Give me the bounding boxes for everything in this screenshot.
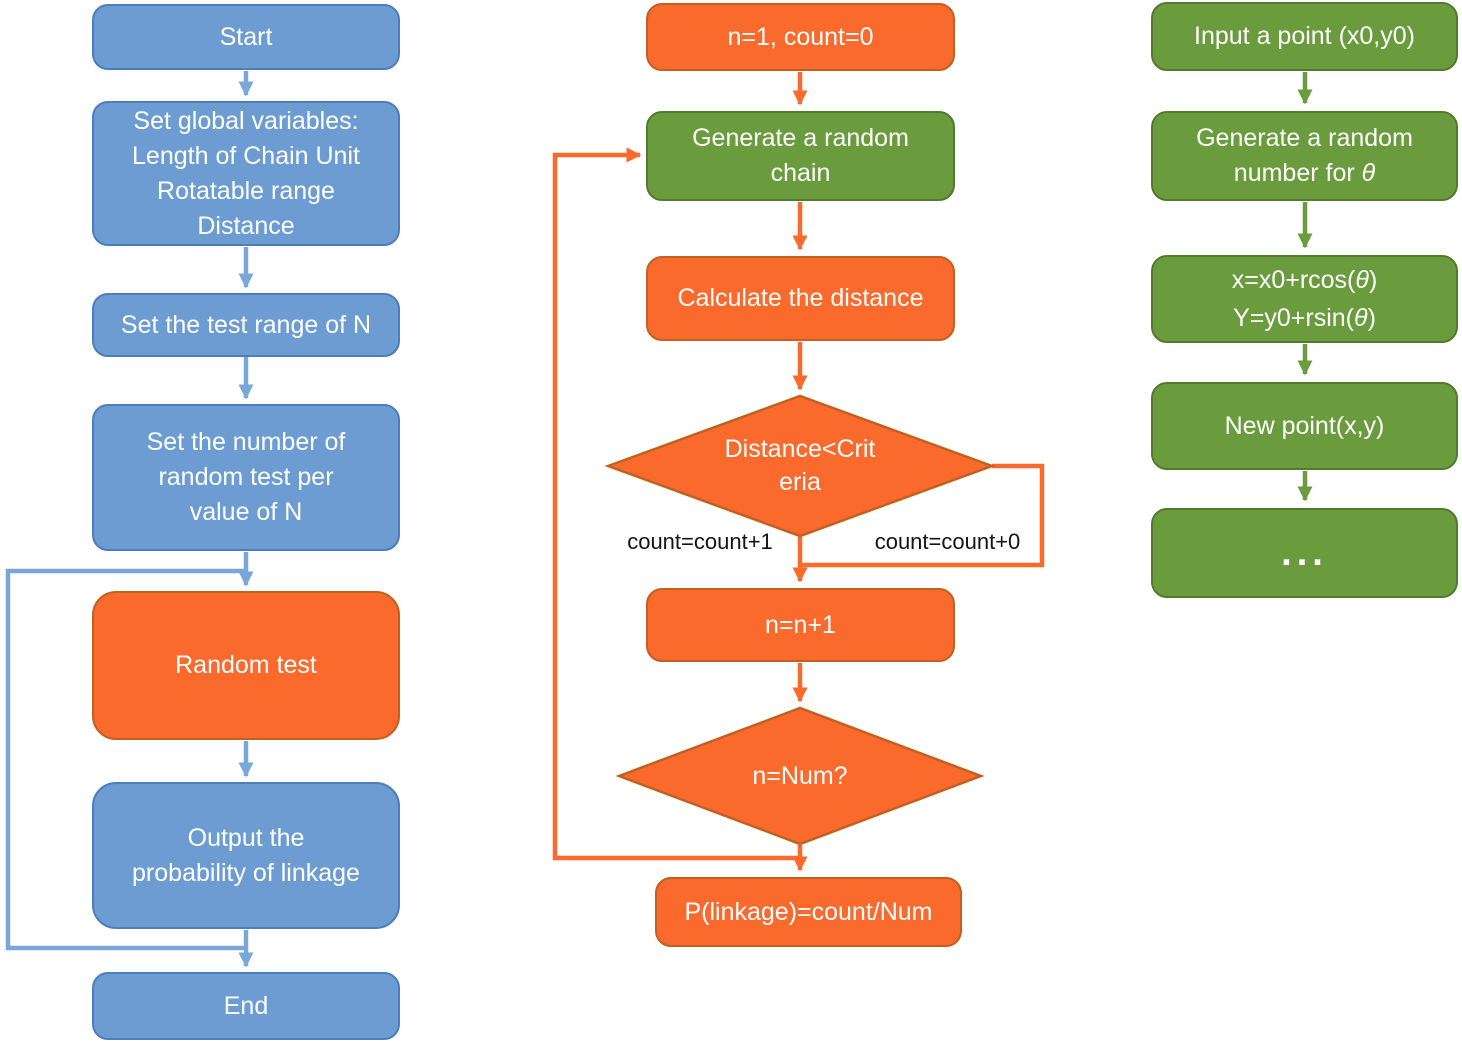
branch-label-count-plus-1: count=count+1 xyxy=(627,529,773,554)
theta-symbol: θ xyxy=(1354,304,1368,332)
decision-distance-criteria-label: Distance<Crit eria xyxy=(700,433,900,499)
formula-y-line: Y=y0+rsin(θ) xyxy=(1233,299,1376,337)
node-coordinate-formulas: x=x0+rcos(θ) Y=y0+rsin(θ) xyxy=(1151,255,1458,343)
gen-theta-line2: number for θ xyxy=(1234,156,1375,191)
decision-distance-line: Distance<Crit xyxy=(724,435,876,463)
decision-distance-line: eria xyxy=(779,468,821,496)
node-end: End xyxy=(92,972,400,1040)
branch-line-count-plus-0 xyxy=(800,463,1045,568)
formula-x-text: x=x0+rcos( xyxy=(1231,266,1356,294)
node-set-global-variables: Set global variables: Length of Chain Un… xyxy=(92,101,400,246)
global-vars-line: Set global variables: xyxy=(133,106,359,135)
diamond-n-equals-num xyxy=(615,706,985,846)
node-new-point: New point(x,y) xyxy=(1151,382,1458,470)
formula-y-text: Y=y0+rsin( xyxy=(1233,304,1354,332)
node-generate-random-theta: Generate a random number for θ xyxy=(1151,111,1458,201)
generate-chain-line: Generate a random xyxy=(692,124,909,152)
node-set-number-random-tests: Set the number of random test per value … xyxy=(92,404,400,551)
node-ellipsis: ... xyxy=(1151,508,1458,598)
output-line: Output the xyxy=(187,823,305,852)
decision-n-equals-num-label: n=Num? xyxy=(752,761,848,790)
formula-y-close: ) xyxy=(1367,304,1376,332)
num-tests-line: Set the number of xyxy=(146,428,346,456)
node-generate-random-chain: Generate a random chain xyxy=(646,111,955,201)
branch-label-count-plus-0: count=count+0 xyxy=(874,529,1021,554)
loop-line-decisionnum-to-generatechain xyxy=(552,147,800,861)
node-init-counters: n=1, count=0 xyxy=(646,3,955,71)
node-calculate-distance: Calculate the distance xyxy=(646,256,955,341)
formula-x-close: ) xyxy=(1368,266,1378,294)
loop-line-output-to-randomtest xyxy=(5,568,246,951)
generate-chain-line: chain xyxy=(770,159,831,187)
ellipsis-text: ... xyxy=(1281,532,1328,574)
theta-symbol: θ xyxy=(1361,159,1376,187)
theta-symbol: θ xyxy=(1355,266,1369,294)
gen-theta-line1: Generate a random xyxy=(1196,124,1413,152)
formula-x-line: x=x0+rcos(θ) xyxy=(1232,261,1378,299)
output-line: probability of linkage xyxy=(132,858,360,887)
gen-theta-line2-text: number for xyxy=(1233,159,1362,187)
node-output-probability: Output the probability of linkage xyxy=(92,782,400,929)
num-tests-line: value of N xyxy=(189,498,303,526)
node-start: Start xyxy=(92,4,400,70)
node-input-point: Input a point (x0,y0) xyxy=(1151,2,1458,71)
num-tests-line: random test per xyxy=(158,463,334,491)
node-set-test-range: Set the test range of N xyxy=(92,293,400,357)
global-vars-line: Distance xyxy=(197,211,295,240)
node-random-test: Random test xyxy=(92,591,400,740)
global-vars-line: Length of Chain Unit xyxy=(132,141,360,170)
node-increment-n: n=n+1 xyxy=(646,588,955,662)
diamond-distance-criteria xyxy=(604,394,996,538)
global-vars-line: Rotatable range xyxy=(157,176,335,205)
node-p-linkage-result: P(linkage)=count/Num xyxy=(655,877,962,947)
